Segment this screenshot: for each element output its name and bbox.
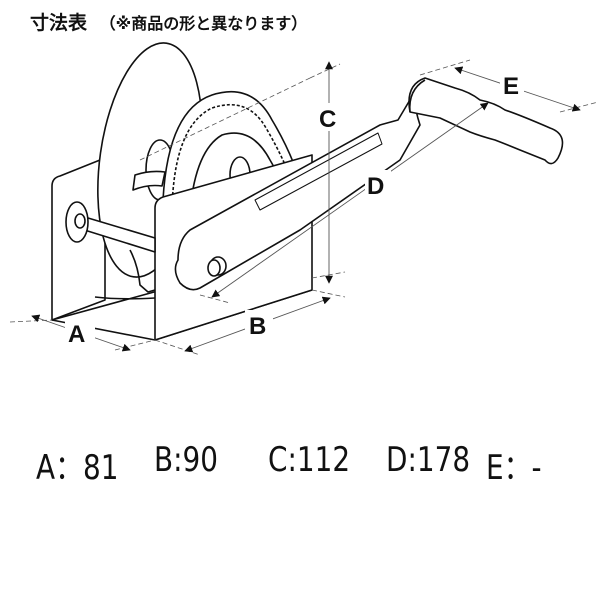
dim-d-line (211, 102, 489, 298)
dimension-labels: A B C D E (65, 70, 524, 348)
winch-drawing (51, 42, 564, 341)
handle-grip (408, 77, 564, 165)
title-note: （※商品の形と異なります） (99, 14, 308, 33)
dimension-e: E：- (486, 448, 542, 488)
label-a: A (68, 321, 85, 348)
dimension-c: C:112 (268, 440, 351, 480)
label-e: E (503, 73, 519, 100)
dimension-a: A：81 (36, 448, 119, 488)
page-title: 寸法表 （※商品の形と異なります） (30, 8, 307, 35)
dimension-d: D:178 (386, 440, 471, 480)
title-text: 寸法表 (30, 12, 88, 34)
label-d: D (367, 173, 384, 200)
dimension-b: B:90 (154, 440, 218, 480)
dimension-arrows (31, 61, 581, 353)
label-b: B (249, 313, 266, 340)
label-c: C (319, 106, 336, 133)
